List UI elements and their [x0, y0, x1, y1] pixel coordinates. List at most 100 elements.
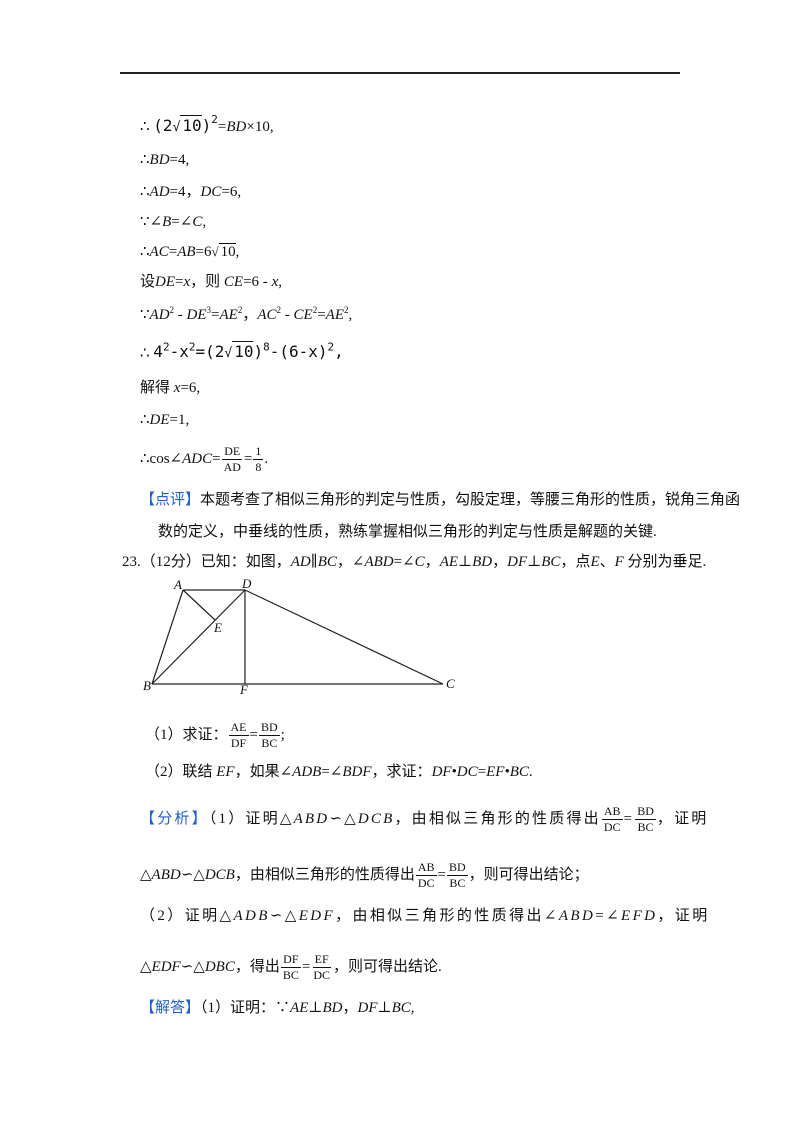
- text: 设: [140, 274, 156, 290]
- mono-text: 4: [153, 342, 163, 362]
- var: EFD: [621, 908, 658, 924]
- text: =: [301, 959, 311, 975]
- numerator: AB: [601, 804, 623, 821]
- var: C: [414, 554, 425, 570]
- text: ,: [202, 214, 207, 230]
- text: ∴: [140, 184, 150, 200]
- solution-line-1: 【解答】（1）证明：∵AE⊥BD，DF⊥BC,: [140, 998, 415, 1018]
- segment-dc: [244, 589, 444, 685]
- var: BD: [472, 554, 493, 570]
- var: DE: [186, 307, 207, 323]
- text: ，如果∠: [234, 764, 293, 780]
- text: ⊥: [527, 554, 542, 570]
- var: CE: [223, 274, 244, 290]
- label-b: B: [143, 678, 151, 693]
- denominator: BC: [637, 820, 654, 835]
- numerator: 1: [253, 444, 264, 461]
- exponent: 2: [211, 113, 218, 126]
- solution-tag: 【解答】: [140, 1000, 201, 1016]
- mono-text: =(2: [195, 342, 225, 362]
- question-23: 23.（12分）已知：如图，AD∥BC，∠ABD=∠C，AE⊥BD，DF⊥BC，…: [122, 552, 706, 572]
- var: EF: [216, 764, 235, 780]
- text: =∠: [595, 908, 622, 924]
- var: BDF: [342, 764, 372, 780]
- analysis-line-3: （2）证明△ADB∽△EDF，由相似三角形的性质得出∠ABD=∠EFD，证明: [140, 906, 710, 926]
- exponent: 2: [312, 305, 318, 315]
- label-c: C: [446, 676, 455, 691]
- comment-tag: 【点评】: [140, 492, 201, 508]
- text: =6,: [221, 184, 242, 200]
- numerator: AE: [228, 720, 249, 737]
- segment-ab: [151, 589, 184, 685]
- numerator: AB: [415, 860, 437, 877]
- text: -: [281, 307, 294, 323]
- text: 本题考查了相似三角形的判定与性质，勾股定理，等腰三角形的性质，锐角三角函: [200, 492, 741, 508]
- sqrt-content: 10: [232, 341, 254, 362]
- var: DE: [155, 274, 176, 290]
- text: 数的定义，中垂线的性质，熟练掌握相似三角形的判定与性质是解题的关键.: [158, 524, 657, 540]
- segment-ae: [182, 589, 216, 621]
- text: ，求证：: [371, 764, 432, 780]
- var: ABD: [293, 811, 330, 827]
- label-a: A: [173, 577, 182, 592]
- exponent: 2: [162, 341, 170, 354]
- text: ,: [410, 1000, 415, 1016]
- text: ，: [424, 554, 440, 570]
- var: DCB: [204, 867, 235, 883]
- var: BD: [149, 152, 170, 168]
- text: ,: [235, 244, 240, 260]
- var: DF: [507, 554, 528, 570]
- text: ∥: [310, 554, 318, 570]
- var: AB: [177, 244, 196, 260]
- text: ，由相似三角形的性质得出: [234, 867, 415, 883]
- var: AD: [149, 184, 170, 200]
- var: C: [192, 214, 203, 230]
- exponent: 2: [169, 305, 175, 315]
- var: EDF: [151, 959, 181, 975]
- text: =6 -: [243, 274, 272, 290]
- text: =: [317, 307, 326, 323]
- text: -: [174, 307, 187, 323]
- sqrt-content: 10: [180, 115, 202, 135]
- text: =: [168, 244, 178, 260]
- therefore-symbol: ∴: [140, 119, 150, 135]
- var: AC: [257, 307, 277, 323]
- equals: =: [217, 119, 227, 135]
- text: （1）求证：: [145, 727, 228, 743]
- text: ∵∠: [140, 214, 163, 230]
- exponent: 2: [188, 341, 196, 354]
- text: ，: [342, 1000, 358, 1016]
- text: ⊥: [308, 1000, 323, 1016]
- var: x: [271, 274, 279, 290]
- var: ABD: [151, 867, 181, 883]
- label-d: D: [241, 576, 252, 591]
- text: =6,: [180, 380, 201, 396]
- text: =6: [195, 244, 212, 260]
- label-e: E: [213, 620, 222, 635]
- var: B: [162, 214, 172, 230]
- text: ∴cos∠: [140, 451, 183, 467]
- text: ，由相似三角形的性质得出: [394, 811, 601, 827]
- var: EF•BC: [486, 764, 529, 780]
- text: ，点: [560, 554, 591, 570]
- exponent: 8: [263, 341, 270, 354]
- text: （1）证明：∵: [200, 1000, 291, 1016]
- text: ⊥: [458, 554, 473, 570]
- line-4: ∵∠B=∠C,: [140, 212, 206, 232]
- var: ADB: [233, 908, 270, 924]
- var: AD: [149, 307, 170, 323]
- text: 23.（12分）已知：如图，: [122, 554, 291, 570]
- denominator: DF: [230, 736, 247, 751]
- line-3: ∴AD=4，DC=6,: [140, 182, 241, 202]
- numerator: BD: [258, 720, 280, 737]
- text: ∴: [140, 412, 150, 428]
- text: ，则可得出结论；: [468, 867, 589, 883]
- text: ，证明: [657, 908, 710, 924]
- text: ，: [492, 554, 508, 570]
- text: =: [212, 451, 221, 467]
- var: x: [183, 274, 191, 290]
